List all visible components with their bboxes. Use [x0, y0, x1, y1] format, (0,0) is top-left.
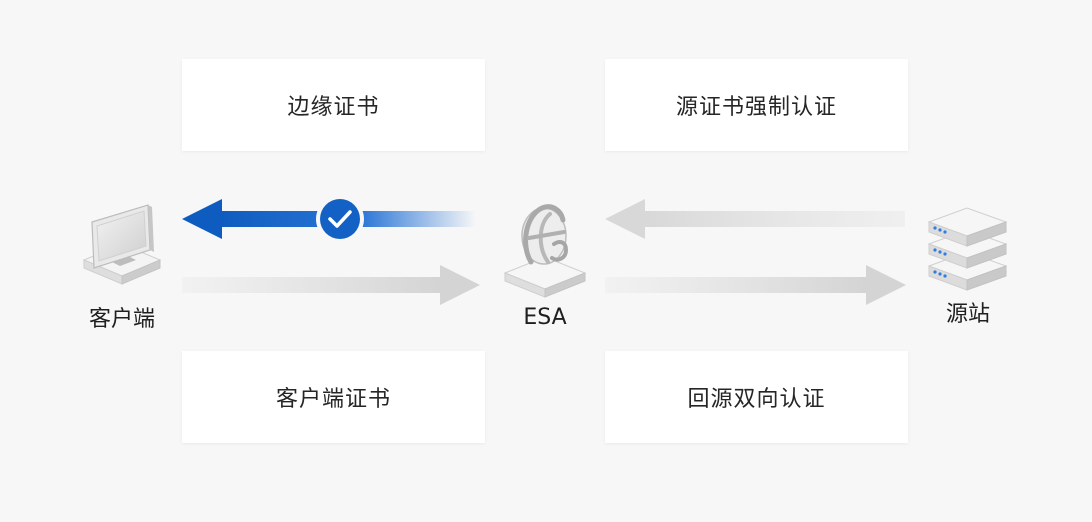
esa-label: ESA: [523, 305, 567, 330]
edge-cert-card: 边缘证书: [182, 59, 485, 151]
origin-force-auth-label: 源证书强制认证: [675, 95, 837, 120]
client-cert-card: 客户端证书: [182, 351, 485, 443]
client-to-esa-arrow: [182, 265, 480, 305]
esa-node-icon: [503, 204, 587, 298]
esa-to-origin-arrow: [605, 265, 906, 305]
origin-label: 源站: [945, 302, 990, 327]
client-label: 客户端: [88, 307, 155, 332]
origin-force-auth-card: 源证书强制认证: [605, 59, 908, 151]
server-stack-icon: [927, 207, 1008, 291]
origin-mutual-auth-card: 回源双向认证: [605, 351, 908, 443]
origin-to-esa-arrow: [605, 199, 905, 239]
computer-monitor-icon: [82, 204, 162, 285]
edge-cert-label: 边缘证书: [287, 95, 380, 120]
client-cert-label: 客户端证书: [275, 387, 391, 412]
check-circle-icon: [316, 195, 364, 243]
origin-mutual-auth-label: 回源双向认证: [687, 387, 826, 412]
